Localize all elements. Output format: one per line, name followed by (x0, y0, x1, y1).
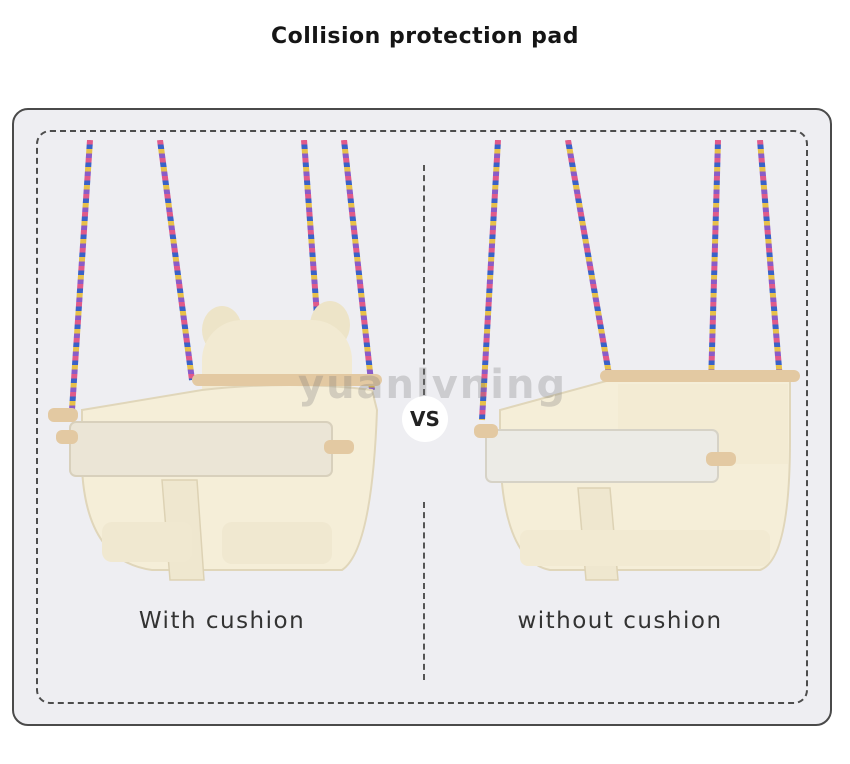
swing-without-cushion-image (474, 140, 800, 581)
caption-without-cushion: without cushion (517, 608, 723, 634)
comparison-panel: yuanlvning VS With cushion without cushi… (12, 108, 832, 726)
caption-with-cushion: With cushion (138, 608, 306, 634)
page-title: Collision protection pad (271, 24, 579, 49)
swing-with-cushion-image (48, 140, 382, 581)
dashed-frame (36, 130, 808, 704)
divider-bottom (423, 502, 425, 680)
divider-top (423, 165, 425, 395)
vs-badge: VS (402, 396, 448, 442)
